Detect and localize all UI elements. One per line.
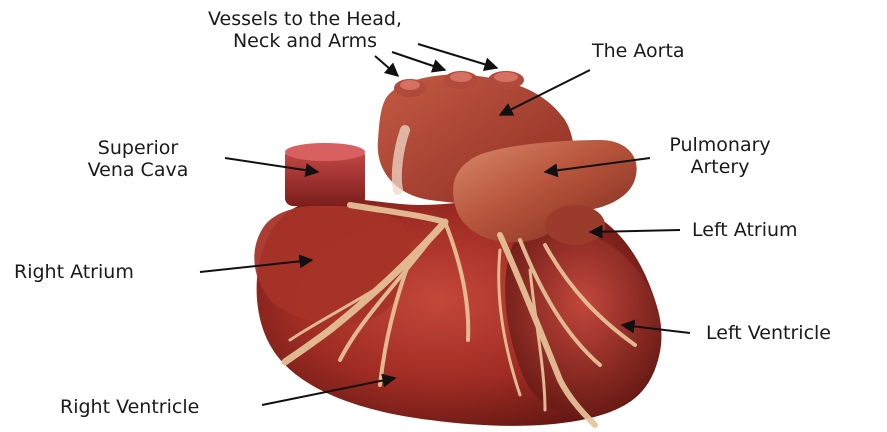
right-ventricle-label: Right Ventricle <box>60 396 199 418</box>
left-ventricle-label: Left Ventricle <box>706 322 831 344</box>
superior-label-line2: Vena Cava <box>58 159 218 181</box>
pulmonary-artery-label: Pulmonary Artery <box>640 134 800 178</box>
arrow-vessels-1 <box>375 56 398 76</box>
vessels-label: Vessels to the Head, Neck and Arms <box>160 8 450 52</box>
aorta-label: The Aorta <box>592 40 685 62</box>
pulmonary-label-line1: Pulmonary <box>640 134 800 156</box>
superior-label-line1: Superior <box>58 137 218 159</box>
arrow-vessels-2 <box>392 52 445 70</box>
left-atrium-label: Left Atrium <box>692 219 798 241</box>
vessels-label-line2: Neck and Arms <box>160 30 450 52</box>
pulmonary-label-line2: Artery <box>640 156 800 178</box>
vessels-label-line1: Vessels to the Head, <box>160 8 450 30</box>
right-atrium-label: Right Atrium <box>14 261 134 283</box>
left-atrium-shape <box>545 205 605 245</box>
superior-vena-cava-label: Superior Vena Cava <box>58 137 218 181</box>
